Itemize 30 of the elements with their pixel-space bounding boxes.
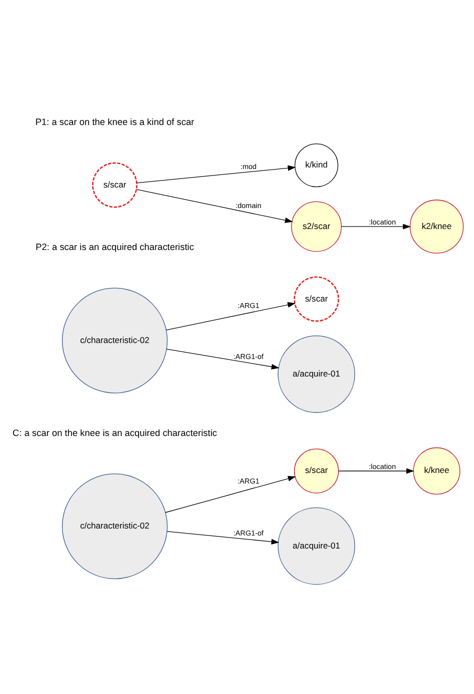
arrow: [136, 164, 296, 183]
node-circle: c/characteristic-02: [62, 473, 168, 579]
arrow: [338, 468, 414, 474]
node-circle: s/scar: [294, 276, 340, 322]
edge-label: :location: [368, 461, 396, 470]
label: P2: a scar is an acquired characteristic: [36, 242, 194, 252]
label: C: a scar on the knee is an acquired characteristic: [12, 427, 217, 438]
node-circle: s2/scar: [291, 200, 342, 252]
edge-label: :ARG1: [238, 300, 260, 310]
arrow: [166, 530, 280, 544]
arrow: [165, 475, 296, 512]
node-circle: a/acquire-01: [278, 506, 356, 584]
edge-label: :mod: [240, 162, 257, 171]
edge-label: :domain: [236, 200, 262, 210]
arrow: [136, 188, 293, 222]
edge-label: :location: [368, 216, 396, 226]
label: P1: a scar on the knee is a kind of scar: [35, 116, 194, 126]
node-circle: a/acquire-01: [278, 334, 356, 412]
edge-label: :ARG1-of: [233, 528, 264, 537]
node-circle: k2/knee: [410, 199, 464, 253]
node-circle: k/kind: [294, 142, 338, 187]
node-circle: s/scar: [294, 448, 339, 493]
arrow: [166, 302, 296, 330]
node-circle: s/scar: [92, 162, 138, 208]
arrow: [341, 223, 411, 229]
edge-label: :ARG1: [238, 476, 260, 485]
node-circle: k/knee: [413, 446, 460, 494]
edge-label: :ARG1-of: [233, 351, 264, 360]
arrow: [166, 348, 280, 369]
node-circle: c/characteristic-02: [62, 287, 168, 393]
